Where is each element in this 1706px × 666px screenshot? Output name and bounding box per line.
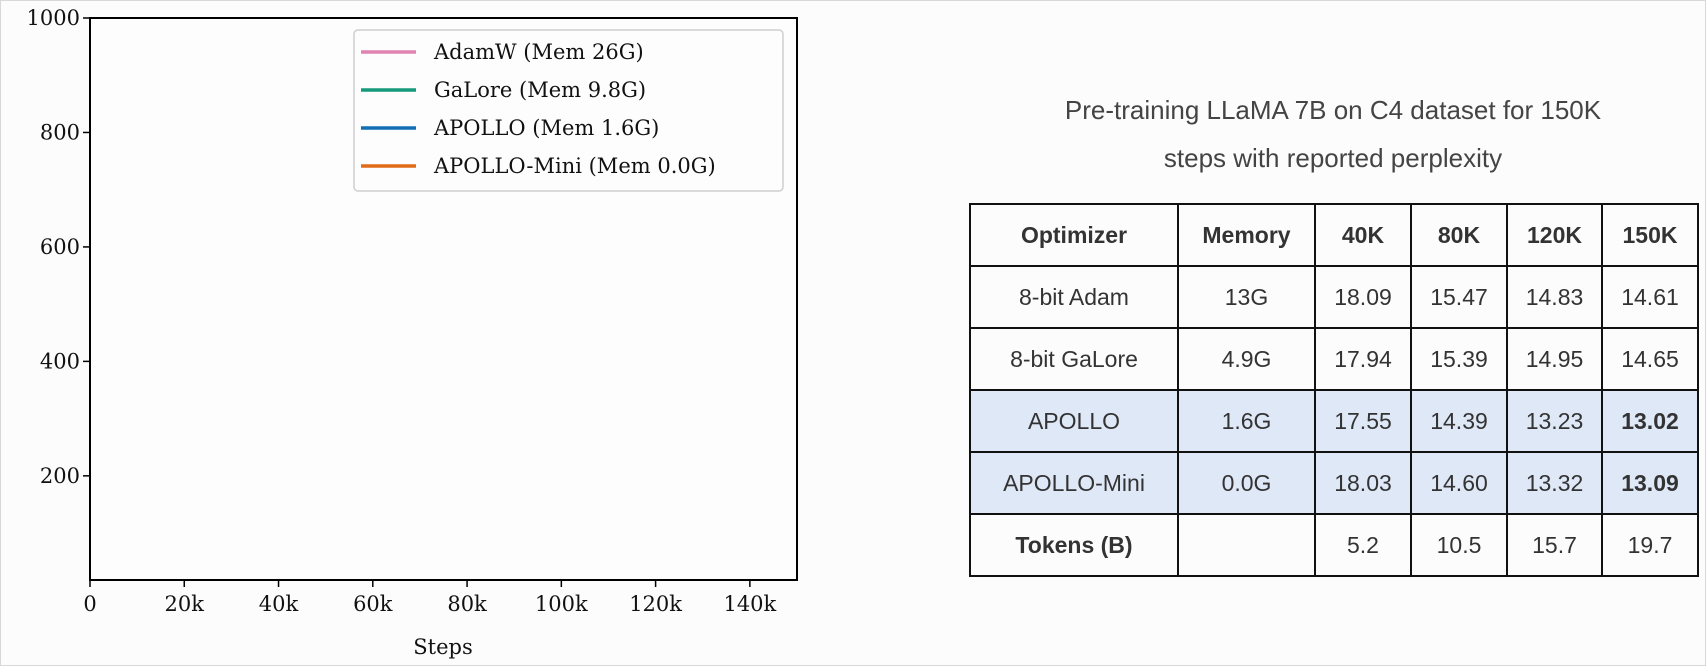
- x-tick-label: 140k: [723, 592, 776, 616]
- y-tick-label: 200: [40, 464, 80, 488]
- cell: 4.9G: [1177, 327, 1316, 391]
- x-tick-label: 80k: [447, 592, 487, 616]
- cell: 13G: [1177, 265, 1316, 329]
- table-title-line2: steps with reported perplexity: [1163, 143, 1503, 173]
- cell: 18.03: [1314, 451, 1412, 515]
- y-tick-label: 1000: [27, 6, 80, 30]
- cell: 5.2: [1314, 513, 1412, 577]
- cell: 8-bit GaLore: [969, 327, 1179, 391]
- legend-label: GaLore (Mem 9.8G): [434, 78, 646, 102]
- cell: 19.7: [1601, 513, 1699, 577]
- cell: 14.95: [1506, 327, 1603, 391]
- cell: APOLLO: [969, 389, 1179, 453]
- x-tick-label: 40k: [259, 592, 299, 616]
- header-150k: 150K: [1601, 203, 1699, 267]
- legend-label: AdamW (Mem 26G): [433, 40, 644, 64]
- cell: 13.32: [1506, 451, 1603, 515]
- cell: 13.23: [1506, 389, 1603, 453]
- cell: 17.94: [1314, 327, 1412, 391]
- x-tick-label: 60k: [353, 592, 393, 616]
- legend-label: APOLLO (Mem 1.6G): [433, 116, 659, 140]
- cell: [1177, 513, 1316, 577]
- cell: 17.55: [1314, 389, 1412, 453]
- x-tick-label: 20k: [165, 592, 205, 616]
- header-80k: 80K: [1410, 203, 1508, 267]
- y-tick-label: 800: [40, 120, 80, 144]
- cell: 0.0G: [1177, 451, 1316, 515]
- x-tick-label: 120k: [629, 592, 682, 616]
- cell-best: 13.02: [1601, 389, 1699, 453]
- legend-box: [353, 29, 784, 192]
- cell: 1.6G: [1177, 389, 1316, 453]
- legend: AdamW (Mem 26G) GaLore (Mem 9.8G) APOLLO (…: [353, 29, 784, 192]
- cell: 15.39: [1410, 327, 1508, 391]
- cell: 14.65: [1601, 327, 1699, 391]
- header-120k: 120K: [1506, 203, 1603, 267]
- table-title-line1: Pre-training LLaMA 7B on C4 dataset for …: [1064, 95, 1602, 125]
- y-tick-label: 400: [40, 349, 80, 373]
- cell: 8-bit Adam: [969, 265, 1179, 329]
- cell: 14.61: [1601, 265, 1699, 329]
- cell: 14.83: [1506, 265, 1603, 329]
- table-header-row: Optimizer Memory 40K 80K 120K 150K: [969, 203, 1699, 267]
- cell: 18.09: [1314, 265, 1412, 329]
- cell: 14.39: [1410, 389, 1508, 453]
- x-axis-label: Steps: [413, 635, 472, 659]
- cell: 15.47: [1410, 265, 1508, 329]
- cell-best: 13.09: [1601, 451, 1699, 515]
- cell: 14.60: [1410, 451, 1508, 515]
- legend-label: APOLLO-Mini (Mem 0.0G): [433, 154, 716, 178]
- cell: APOLLO-Mini: [969, 451, 1179, 515]
- cell: 10.5: [1410, 513, 1508, 577]
- y-tick-label: 600: [40, 235, 80, 259]
- header-memory: Memory: [1177, 203, 1316, 267]
- header-optimizer: Optimizer: [969, 203, 1179, 267]
- x-tick-label: 100k: [535, 592, 588, 616]
- header-40k: 40K: [1314, 203, 1412, 267]
- cell: 15.7: [1506, 513, 1603, 577]
- cell: Tokens (B): [969, 513, 1179, 577]
- line-chart: 0 20k 40k 60k 80k 100k 120k 140k 200 400 600 800 10…: [27, 6, 798, 659]
- x-tick-label: 0: [83, 592, 96, 616]
- perplexity-table: Optimizer Memory 40K 80K 120K 150K 8-bit…: [969, 203, 1699, 577]
